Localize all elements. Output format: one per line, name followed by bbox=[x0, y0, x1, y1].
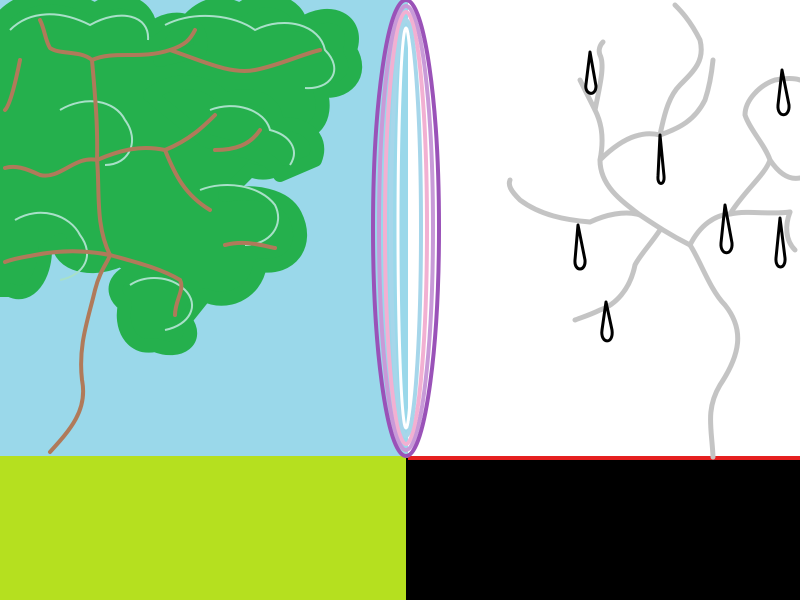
drip-icon bbox=[656, 133, 666, 185]
dead-ground bbox=[406, 458, 800, 600]
drip-icon bbox=[719, 203, 734, 255]
portal-icon bbox=[371, 0, 441, 458]
tree-icon bbox=[0, 0, 363, 454]
drips bbox=[573, 50, 791, 343]
tree-foliage-outline bbox=[9, 13, 336, 331]
drip-icon bbox=[573, 223, 587, 271]
drip-icon bbox=[584, 50, 598, 95]
grass-ground bbox=[0, 456, 408, 600]
tree-branches bbox=[3, 18, 322, 454]
dead-world-panel bbox=[408, 0, 800, 458]
drip-icon bbox=[774, 216, 787, 269]
dead-tree-icon bbox=[506, 2, 800, 460]
drip-icon bbox=[776, 68, 791, 117]
drip-icon bbox=[600, 300, 614, 343]
